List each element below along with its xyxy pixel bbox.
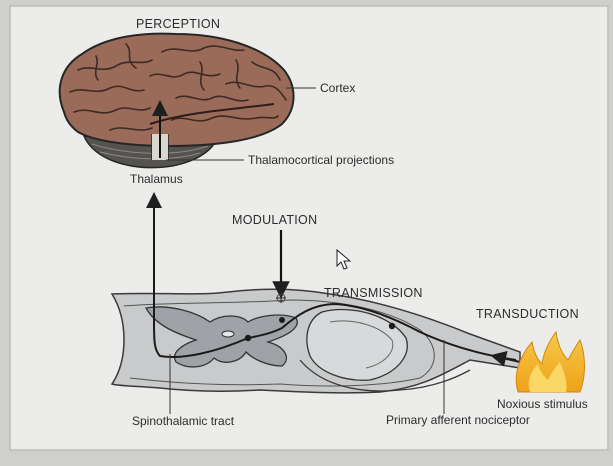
cortex-label: Cortex [320,81,355,95]
perception-heading: PERCEPTION [136,17,220,31]
primary-afferent-label: Primary afferent nociceptor [386,413,530,427]
dorsal-horn-node [279,317,285,323]
noxious-stimulus-label: Noxious stimulus [497,397,588,411]
synapse-node [245,335,251,341]
thalamocortical-label: Thalamocortical projections [248,153,394,167]
transduction-heading: TRANSDUCTION [476,307,579,321]
thalamus-label: Thalamus [130,172,183,186]
spinothalamic-tract-label: Spinothalamic tract [132,414,234,428]
modulation-heading: MODULATION [232,213,317,227]
ganglion-node [389,323,395,329]
central-canal [222,331,234,337]
transmission-heading: TRANSMISSION [324,286,423,300]
cerebrum [60,34,294,146]
